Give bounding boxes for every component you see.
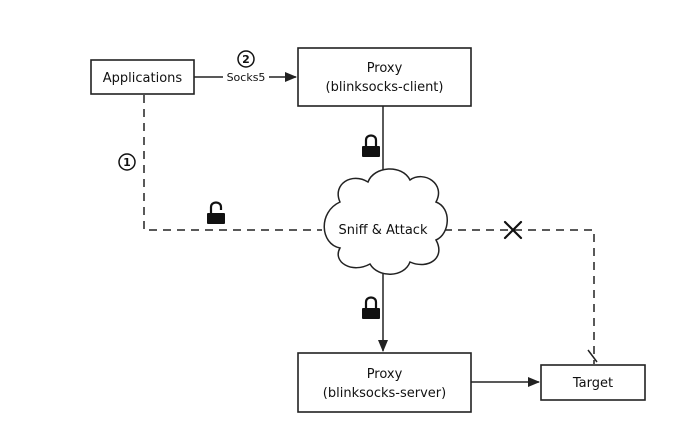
target-label: Target: [572, 376, 613, 391]
step-1-text: 1: [123, 156, 131, 169]
edge-direct-to-target-dashed: [444, 229, 595, 364]
step-2-text: 2: [242, 53, 250, 66]
proxy-client-subtitle: (blinksocks-client): [326, 80, 444, 95]
proxy-server-node: Proxy (blinksocks-server): [297, 352, 472, 413]
proxy-server-title: Proxy: [367, 367, 403, 382]
applications-label: Applications: [103, 71, 183, 86]
step-2-marker: 2: [237, 50, 255, 68]
cloud-label: Sniff & Attack: [339, 223, 428, 238]
proxy-client-title: Proxy: [367, 61, 403, 76]
lock-icon: [362, 134, 380, 157]
cross-icon: [503, 220, 523, 240]
socks5-label-bg: [223, 69, 269, 85]
socks5-label: Socks5: [227, 71, 266, 84]
edge-applications-direct-dashed: [143, 95, 322, 231]
proxy-server-subtitle: (blinksocks-server): [323, 386, 446, 401]
unlock-icon: [207, 201, 225, 224]
applications-node: Applications: [90, 59, 195, 95]
lock-icon: [362, 296, 380, 319]
proxy-client-node: Proxy (blinksocks-client): [297, 47, 472, 107]
target-node: Target: [540, 364, 646, 401]
sniff-attack-cloud: [323, 168, 448, 275]
target-tick-mark: [587, 349, 598, 363]
step-1-marker: 1: [118, 153, 136, 171]
